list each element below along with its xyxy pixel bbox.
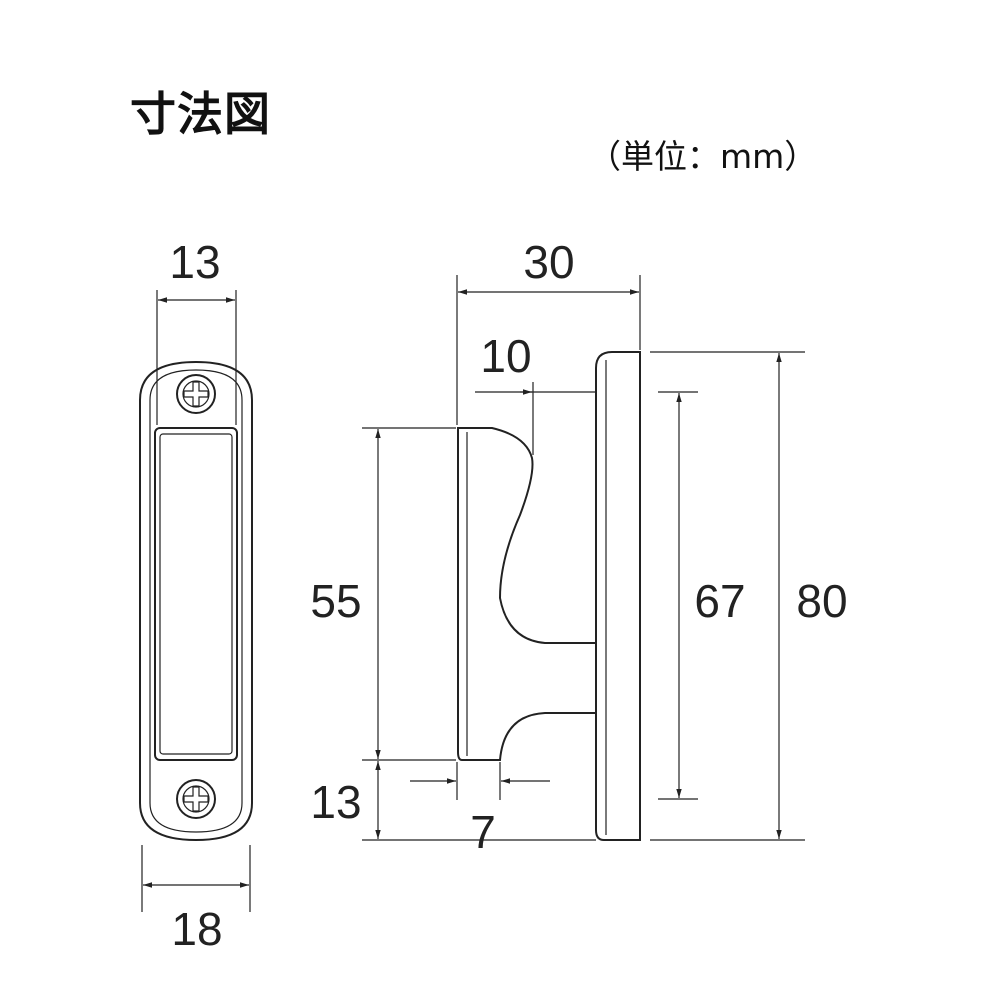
front-inner-outline [149,369,243,833]
screw-top-icon [176,374,216,414]
front-view: 13 18 [139,236,253,955]
front-plate-outline [139,360,253,842]
front-slot-inner [159,433,233,755]
side-dim-width: 30 [523,236,574,288]
side-dim-bottom-gap: 13 [310,776,361,828]
front-slot [154,427,238,761]
side-view: 30 10 55 13 7 67 [310,236,847,858]
unit-label: （単位：mm） [588,137,818,176]
side-dim-screw-pitch: 67 [694,575,745,627]
side-dim-total-height: 80 [796,575,847,627]
side-base-plate [595,351,641,841]
side-dim-hook: 10 [480,330,531,382]
side-dim-lip: 7 [470,806,496,858]
front-dim-width-bottom: 18 [171,903,222,955]
screw-bottom-icon [176,779,216,819]
page-title: 寸法図 [130,87,271,141]
side-profile-outline [457,427,597,761]
front-dim-width-top: 13 [169,236,220,288]
side-dim-hook-height: 55 [310,575,361,627]
